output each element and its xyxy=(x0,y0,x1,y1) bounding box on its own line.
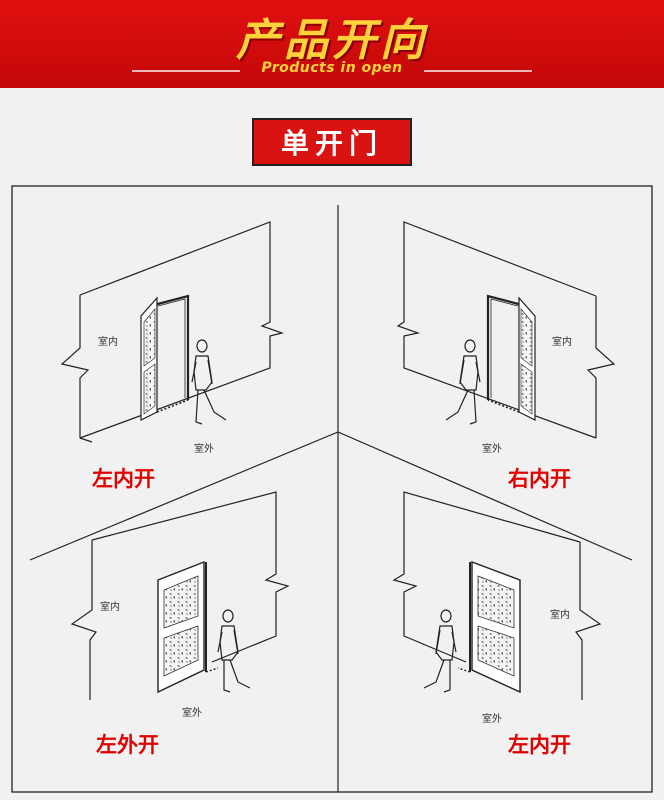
section-title: 单开门 xyxy=(252,118,412,166)
person-figure xyxy=(191,339,227,425)
type-label-3: 左外开 xyxy=(96,733,159,757)
quadrant-right-outward xyxy=(392,491,602,700)
middle-divider xyxy=(29,431,633,561)
type-label-2: 右内开 xyxy=(508,467,571,491)
header-divider-right xyxy=(424,70,532,72)
header-subtitle: Products in open xyxy=(261,60,403,76)
outdoor-label-1: 室外 xyxy=(194,442,214,455)
outdoor-label-3: 室外 xyxy=(182,706,202,719)
person-figure xyxy=(445,339,481,425)
type-label-1: 左内开 xyxy=(92,467,155,491)
indoor-label-4: 室内 xyxy=(550,608,570,621)
indoor-label-3: 室内 xyxy=(100,600,120,613)
person-figure xyxy=(423,609,457,693)
outdoor-label-2: 室外 xyxy=(482,442,502,455)
header-divider-left xyxy=(132,70,240,72)
quadrant-left-inward xyxy=(60,221,285,443)
quadrant-right-inward xyxy=(396,221,616,439)
header-banner: 产品开向 Products in open xyxy=(0,0,664,88)
indoor-label-1: 室内 xyxy=(98,335,118,348)
outdoor-label-4: 室外 xyxy=(482,712,502,725)
type-label-4: 左内开 xyxy=(508,733,571,757)
indoor-label-2: 室内 xyxy=(552,335,572,348)
header-title: 产品开向 xyxy=(236,15,428,66)
diagram-frame xyxy=(11,185,653,793)
person-figure xyxy=(217,609,251,693)
quadrant-left-outward xyxy=(70,491,290,700)
